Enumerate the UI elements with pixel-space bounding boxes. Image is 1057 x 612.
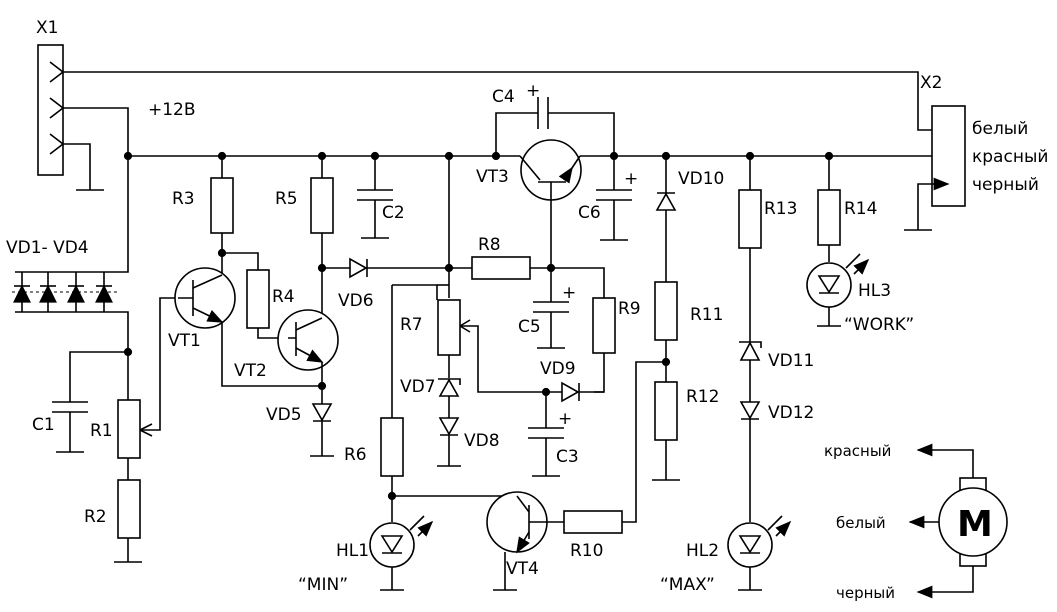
zener-vd7: VD7 [400,377,461,397]
label-vd12: VD12 [768,403,814,423]
label-r9: R9 [618,299,641,319]
diode-vd12: VD12 [739,401,814,423]
diode-vd6: VD6 [338,257,374,311]
label-r2: R2 [84,507,107,527]
capacitor-c4: C4 + [492,81,549,129]
transistor-vt1: VT1 [168,267,236,351]
label-vd11: VD11 [768,351,814,371]
label-hl3: HL3 [858,281,891,301]
resistor-r9: R9 [592,297,641,354]
led-hl2: HL2 “MAX” [660,516,790,595]
label-r8: R8 [478,235,501,255]
label-vd10: VD10 [678,169,724,189]
label-r4: R4 [272,287,295,307]
resistor-r5: R5 [275,177,334,234]
transistor-vt3: VT3 [476,139,582,268]
label-motor: M [957,504,993,545]
resistor-r1: R1 [90,297,178,459]
resistor-r10: R10 [563,510,623,561]
label-r7: R7 [400,315,423,335]
label-r6: R6 [344,445,367,465]
label-hl2: HL2 [686,541,719,561]
label-c5: C5 [518,317,541,337]
capacitor-c6: C6 + [578,169,638,223]
label-x2-white: белый [972,119,1028,139]
label-vt3: VT3 [476,167,509,187]
diode-vd5: VD5 [266,403,333,425]
label-vd5: VD5 [266,405,302,425]
label-hl2-name: “MAX” [660,575,715,595]
label-r14: R14 [844,199,877,219]
connector-x1: X1 [36,18,65,176]
label-vd9: VD9 [540,359,576,379]
resistor-r7: R7 [400,299,562,393]
connector-x2: X2 белый красный черный [920,73,1048,207]
capacitor-c2: C2 [357,189,405,223]
label-r1: R1 [90,421,113,441]
label-vd1-vd4: VD1- VD4 [6,238,89,258]
label-vt2: VT2 [234,361,267,381]
label-vd6: VD6 [338,291,374,311]
motor-m: M красный белый черный [824,442,1008,602]
label-r3: R3 [172,189,195,209]
label-x2: X2 [920,73,942,93]
led-hl1: HL1 “MIN” [298,516,432,595]
label-vd7: VD7 [400,377,436,397]
capacitor-c3: C3 + [528,409,579,467]
label-c6: C6 [578,203,601,223]
resistor-r8: R8 [471,235,531,280]
zener-vd11: VD11 [739,341,814,371]
label-vt4: VT4 [506,559,539,579]
resistor-r2: R2 [84,479,141,539]
label-r13: R13 [764,199,797,219]
label-motor-white: белый [836,514,886,532]
capacitor-c5: C5 + [518,283,576,337]
label-r11: R11 [690,305,723,325]
resistor-r12: R12 [654,381,719,441]
capacitor-c1: C1 [32,401,88,453]
label-x2-black: черный [972,175,1039,195]
label-c3: C3 [556,447,579,467]
label-r12: R12 [686,387,719,407]
label-r5: R5 [275,189,298,209]
label-x2-red: красный [972,147,1048,167]
label-hl3-name: “WORK” [844,315,914,335]
plus-c4: + [526,81,540,101]
label-vd8: VD8 [464,431,500,451]
label-c2: C2 [382,203,405,223]
diode-vd8: VD8 [438,417,500,451]
label-plus12v: +12В [148,100,196,120]
label-motor-red: красный [824,442,891,460]
label-hl1: HL1 [336,541,369,561]
resistor-r4: R4 [246,269,295,329]
transistor-vt4: VT4 [486,491,564,579]
label-hl1-name: “MIN” [298,575,348,595]
plus-c6: + [624,169,638,189]
label-c4: C4 [492,87,515,107]
resistor-r11: R11 [654,281,723,341]
label-r10: R10 [570,541,603,561]
resistor-r3: R3 [172,177,234,234]
plus-c5: + [562,283,576,303]
transistor-vt2: VT2 [234,309,339,381]
label-x1: X1 [36,18,58,38]
resistor-r14: R14 [817,189,877,246]
led-hl3: HL3 “WORK” [806,254,914,335]
plus-c3: + [558,409,572,429]
resistor-r13: R13 [738,189,797,249]
label-motor-black: черный [836,584,895,602]
resistor-r6: R6 [344,417,404,477]
diode-bridge-vd1-vd4: VD1- VD4 [6,156,129,352]
diode-vd10: VD10 [655,169,724,211]
label-c1: C1 [32,415,55,435]
label-vt1: VT1 [168,331,201,351]
